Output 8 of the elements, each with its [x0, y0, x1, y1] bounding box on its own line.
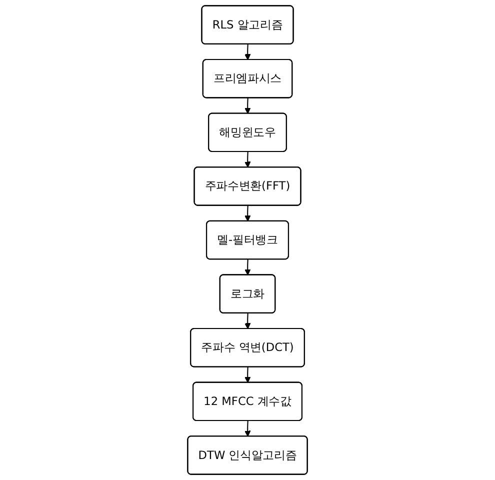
arrow [244, 367, 251, 383]
arrow [244, 313, 251, 330]
arrow [244, 152, 251, 168]
arrow [244, 259, 251, 276]
arrow [244, 420, 251, 437]
arrow [244, 206, 251, 222]
arrow [244, 98, 251, 114]
arrow [244, 44, 251, 60]
